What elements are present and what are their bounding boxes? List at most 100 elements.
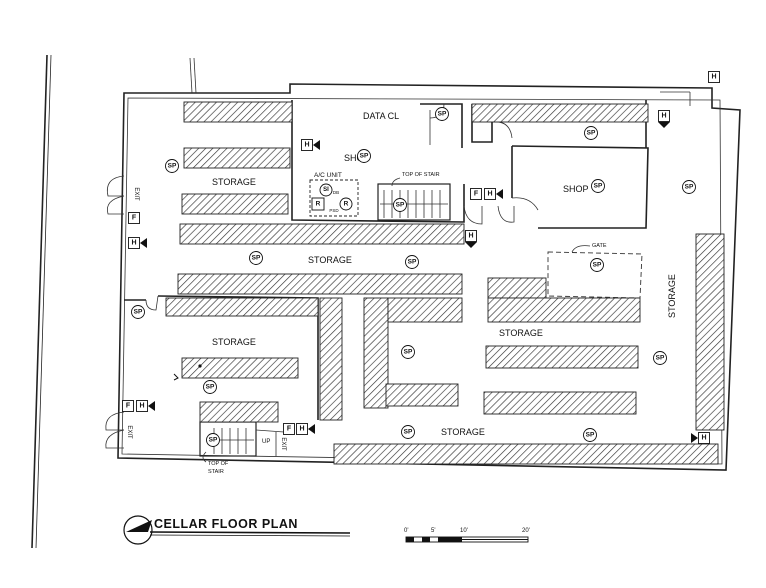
svg-text:SP: SP [685,184,694,191]
r-symbol: R [316,201,321,208]
h-marker: H [658,110,670,122]
rack [387,297,463,323]
rack [363,297,389,409]
sp-marker: SP [591,179,605,193]
plan-title-text: CELLAR FLOOR PLAN [154,517,298,531]
svg-text:H: H [304,142,309,149]
rack [181,193,289,215]
top-of-stair-label: TOP OF STAIR [402,172,440,178]
scale-tick-label: 5' [431,528,435,534]
sp-marker: SP [584,126,598,140]
sp-markers: SP SP SP SP SP SP SP SP SP SP SP SP SP S… [131,107,696,447]
rack [183,147,291,169]
f-marker: F [470,188,482,200]
psd-label: PSD [329,208,339,213]
top-of-stair-label: TOP OF [208,461,229,467]
h-marker: H [296,423,308,435]
svg-text:H: H [701,435,706,442]
scale-bar: 0' 5' 10' 20' [404,528,530,543]
f-marker: F [283,423,295,435]
outer-walls [117,57,741,471]
sp-marker: SP [206,433,220,447]
svg-text:SP: SP [408,259,417,266]
annotation-labels: A/C UNIT TOP OF STAIR GATE TOP OF STAIR … [126,172,607,475]
sp-marker: SP [401,345,415,359]
h-marker: H [128,237,140,249]
sp-marker: SP [393,198,407,212]
storage-label: STORAGE [667,274,677,318]
sp-marker: SP [165,159,179,173]
sp-marker: SP [401,425,415,439]
shop-label: SHOP [563,184,589,194]
sp-marker: SP [653,351,667,365]
top-of-stair-label: STAIR [208,469,224,475]
svg-text:SP: SP [656,355,665,362]
svg-text:H: H [131,240,136,247]
scale-tick-label: 20' [522,528,530,534]
svg-text:SP: SP [404,429,413,436]
rack [483,391,637,415]
rack [179,223,465,245]
svg-text:F: F [287,426,292,433]
rack [181,357,299,379]
svg-text:SP: SP [396,202,405,209]
svg-text:H: H [139,403,144,410]
sp-marker: SP [682,180,696,194]
f-marker: F [122,400,134,412]
stair-upper [380,190,448,218]
shop-label: SHOP [344,153,370,163]
rack [199,401,279,423]
h-marker: H [301,139,313,151]
h-marker: H [465,230,477,242]
rack [471,103,649,123]
debris-mark [173,373,179,381]
rack [333,443,719,465]
svg-text:SP: SP [404,349,413,356]
sp-marker: SP [405,255,419,269]
svg-text:H: H [468,233,473,240]
storage-racks [165,101,725,465]
svg-text:SP: SP [134,309,143,316]
svg-text:H: H [487,191,492,198]
storage-label: STORAGE [212,337,256,347]
svg-text:SP: SP [206,384,215,391]
h-marker: H [136,400,148,412]
rack [319,297,343,421]
data-closet-label: DATA CL [363,111,399,121]
page-margin-line [31,54,52,549]
sp-marker: SP [590,258,604,272]
sp-marker: SP [435,107,449,121]
svg-text:SP: SP [586,432,595,439]
scale-tick-label: 0' [404,528,408,534]
rack [487,297,641,323]
svg-text:F: F [126,403,131,410]
rack [165,297,319,317]
sp-marker: SP [131,305,145,319]
svg-text:F: F [132,215,137,222]
gate-label: GATE [592,243,607,249]
si-symbol: SI [323,187,329,193]
room-labels: DATA CL SHOP SHOP STORAGE STORAGE STORAG… [212,111,677,437]
device-markers: F H H F H H H H F H F H H [122,71,720,444]
svg-text:H: H [661,113,666,120]
up-label: UP [262,439,270,445]
sp-marker: SP [357,149,371,163]
svg-text:SP: SP [209,437,218,444]
rack [177,273,463,295]
scale-tick-label: 10' [460,528,468,534]
h-marker: H [708,71,720,83]
db-label: DB [333,190,339,195]
sp-marker: SP [249,251,263,265]
rack [487,277,547,299]
ac-unit: SI R R DB PSD [309,179,359,217]
svg-text:SP: SP [168,163,177,170]
storage-label: STORAGE [308,255,352,265]
storage-label: STORAGE [441,427,485,437]
f-marker: F [128,212,140,224]
svg-text:SP: SP [438,111,447,118]
exit-label: EXIT [280,437,286,451]
svg-text:SP: SP [593,262,602,269]
r-symbol: R [344,201,349,208]
svg-text:SP: SP [587,130,596,137]
